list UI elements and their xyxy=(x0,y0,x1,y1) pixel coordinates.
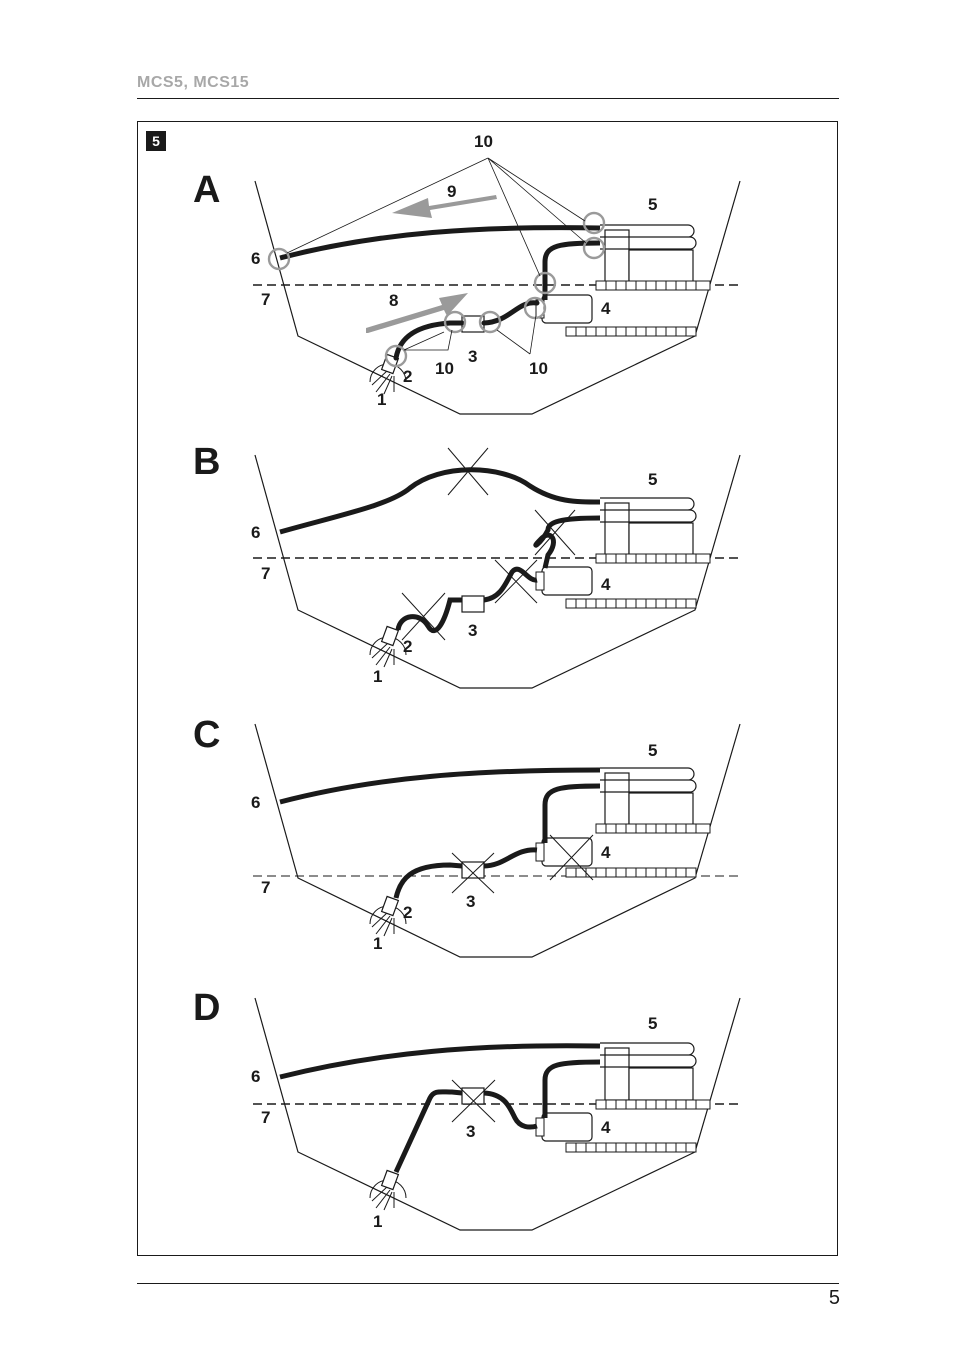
panel-b-wrong-marks xyxy=(401,447,576,641)
page-number: 5 xyxy=(828,1287,840,1309)
panel-a-callout-1: 1 xyxy=(377,390,386,409)
panel-a-flow-arrow-discharge xyxy=(392,195,497,218)
panel-a-callout-4: 4 xyxy=(601,299,611,318)
panel-a-leader-lines xyxy=(286,157,587,355)
panel-a-callout-3: 3 xyxy=(468,347,477,366)
panel-d-intake-hose xyxy=(393,1089,538,1174)
panel-d-callout-1: 1 xyxy=(373,1212,382,1231)
panel-d-strainer xyxy=(461,1087,485,1105)
panel-d-letter: D xyxy=(193,987,220,1029)
panel-a-hull xyxy=(254,180,741,415)
header-rule xyxy=(137,98,839,99)
panel-a-intake-hose xyxy=(393,300,540,361)
panel-a-callout-10-top: 10 xyxy=(474,132,493,151)
panel-d-discharge-hose xyxy=(279,1043,601,1080)
panel-b-callout-7: 7 xyxy=(261,564,270,583)
panel-b-callout-2: 2 xyxy=(403,637,412,656)
panel-a-callout-9: 9 xyxy=(447,182,456,201)
panel-b-callout-4: 4 xyxy=(601,575,611,594)
panel-b-strainer xyxy=(461,595,485,613)
panel-c: C 1 2 3 4 5 xyxy=(193,714,742,958)
panel-d-pump xyxy=(535,1112,697,1153)
panel-b-callout-6: 6 xyxy=(251,523,260,542)
document-header: MCS5, MCS15 xyxy=(137,74,250,91)
panel-b: B 1 2 xyxy=(193,441,742,689)
footer-rule xyxy=(137,1283,839,1284)
panel-c-intake-hose xyxy=(393,847,538,899)
panel-d-callout-6: 6 xyxy=(251,1067,260,1086)
panel-d-callout-4: 4 xyxy=(601,1118,611,1137)
panel-c-callout-4: 4 xyxy=(601,843,611,862)
panel-b-supply-hose-looped xyxy=(533,515,601,569)
panel-b-cooler-unit xyxy=(595,497,711,564)
panel-c-pump xyxy=(535,837,697,878)
panel-d: D 1 3 4 5 6 7 xyxy=(193,987,742,1231)
panel-d-callout-7: 7 xyxy=(261,1108,270,1127)
panel-c-letter: C xyxy=(193,714,220,756)
panel-c-callout-6: 6 xyxy=(251,793,260,812)
panel-a-discharge-hose xyxy=(279,225,601,261)
panel-b-letter: B xyxy=(193,441,220,483)
panel-c-discharge-hose xyxy=(279,767,601,805)
panel-d-supply-hose xyxy=(542,1059,601,1118)
panel-b-discharge-hose-humped xyxy=(279,467,601,535)
panel-a-supply-hose xyxy=(542,240,601,300)
panel-b-callout-5: 5 xyxy=(648,470,657,489)
panel-b-seacock xyxy=(369,625,407,668)
panel-b-intake-hose-sagging xyxy=(395,566,538,634)
panel-a-flow-arrow-intake xyxy=(366,293,468,333)
panel-c-callout-7: 7 xyxy=(261,878,270,897)
figure-number-badge: 5 xyxy=(146,131,166,151)
panel-c-strainer xyxy=(461,861,485,879)
panel-a-callout-5: 5 xyxy=(648,195,657,214)
panel-a-callout-10-left: 10 xyxy=(435,359,454,378)
panel-a-callout-8: 8 xyxy=(389,291,398,310)
panel-b-hull xyxy=(254,454,741,689)
panel-a-callout-6: 6 xyxy=(251,249,260,268)
panel-d-callout-5: 5 xyxy=(648,1014,657,1033)
panel-c-callout-2: 2 xyxy=(403,903,412,922)
panel-b-callout-1: 1 xyxy=(373,667,382,686)
panel-a-callout-7: 7 xyxy=(261,290,270,309)
panel-d-callout-3: 3 xyxy=(466,1122,475,1141)
panel-c-callout-3: 3 xyxy=(466,892,475,911)
panel-c-hull xyxy=(254,723,741,958)
panel-c-supply-hose xyxy=(542,783,601,843)
panel-b-pump xyxy=(535,566,697,609)
panel-d-hull xyxy=(254,997,741,1231)
panel-c-callout-5: 5 xyxy=(648,741,657,760)
panel-a-connection-markers xyxy=(267,211,606,368)
panel-b-callout-3: 3 xyxy=(468,621,477,640)
panel-c-callout-1: 1 xyxy=(373,934,382,953)
panel-d-seacock xyxy=(369,1169,407,1211)
panel-a: A xyxy=(193,132,742,415)
panel-a-letter: A xyxy=(193,169,220,211)
panel-c-cooler-unit xyxy=(595,767,711,834)
panel-a-pump xyxy=(535,294,697,337)
panel-c-seacock xyxy=(369,895,407,937)
panel-d-cooler-unit xyxy=(595,1042,711,1110)
panel-a-cooler-unit xyxy=(595,224,711,291)
panel-a-callout-2: 2 xyxy=(403,367,412,386)
figure-frame: 5 xyxy=(137,121,838,1256)
panel-a-callout-10-right: 10 xyxy=(529,359,548,378)
panel-d-wrong-marks xyxy=(451,1079,496,1123)
panel-c-wrong-marks xyxy=(451,834,594,894)
